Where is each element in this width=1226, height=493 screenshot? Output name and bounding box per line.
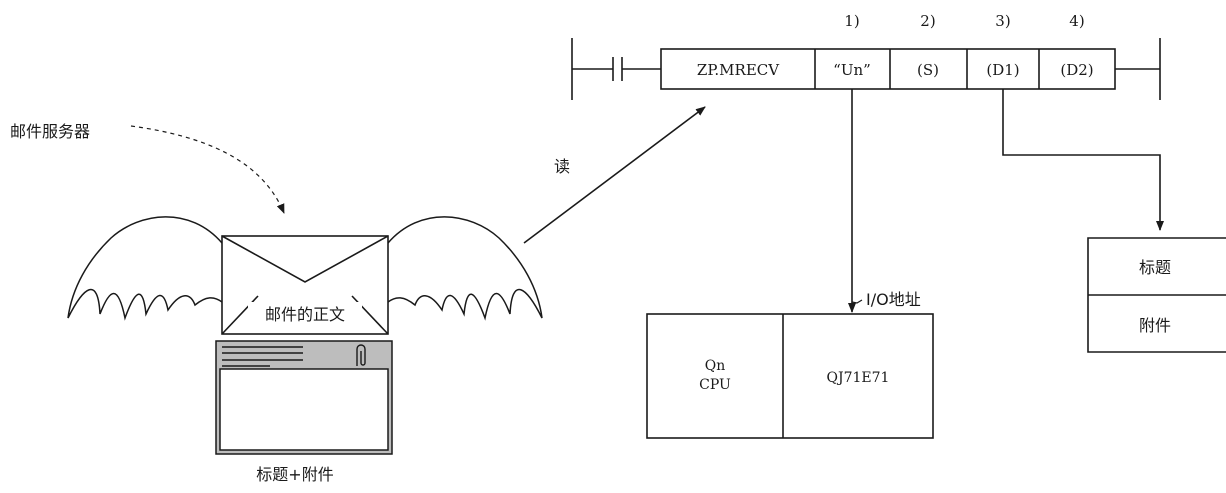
mail-server-dashed-arrow [130,125,285,214]
instruction-name: ZP.MRECV [697,61,780,79]
operand-number-2: 2) [920,12,935,30]
operand-number-1: 1) [844,12,859,30]
read-label: 读 [554,157,570,176]
plc-unit [646,313,934,439]
operand-d1: (D1) [986,61,1019,79]
message-window-icon [215,340,393,455]
paperclip-icon [356,344,366,366]
operand-number-4: 4) [1069,12,1084,30]
d1-table-subject: 标题 [1139,258,1171,277]
read-arrow [523,106,706,244]
left-wing-icon [67,216,223,321]
cpu-label-line2: CPU [699,377,731,393]
io-tick [851,299,863,304]
io-address-label: I/O地址 [866,290,921,309]
instruction-box [660,48,1116,90]
d1-to-table-arrow [1002,89,1164,231]
operand-s: (S) [917,61,939,79]
right-wing-icon [387,216,543,321]
ethernet-module-label: QJ71E71 [827,370,890,386]
mail-body-label: 邮件的正文 [265,305,345,324]
operand-number-3: 3) [995,12,1010,30]
operand-d2: (D2) [1060,61,1093,79]
cpu-label-line1: Qn [705,358,726,374]
d1-result-table [1087,237,1226,353]
d1-table-attachment: 附件 [1139,316,1171,335]
operand-un: “Un” [833,61,871,79]
ladder-rung [571,38,1161,100]
subject-attachment-caption: 标题+附件 [256,465,333,484]
mail-body-label-bg [248,302,362,326]
mail-server-label: 邮件服务器 [10,122,90,141]
